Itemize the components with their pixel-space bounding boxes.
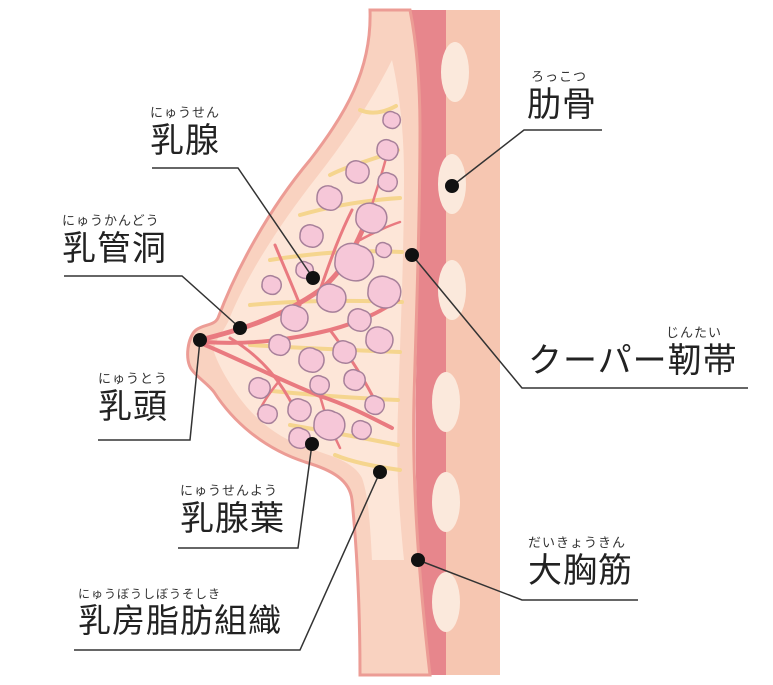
label-rib: ろっこつ 肋骨 [527, 70, 597, 124]
leader-line [98, 339, 201, 441]
rib-furigana: ろっこつ [531, 70, 588, 85]
cooper-ligament-furigana: じんたい [666, 326, 723, 341]
lobule-blob [347, 308, 372, 333]
lobule-blob [288, 427, 311, 450]
adipose-tissue-name: 乳房脂肪組織 [78, 601, 282, 640]
lactiferous-duct-name: 乳管洞 [62, 229, 167, 269]
marker-dot [373, 465, 387, 479]
lobule-blob [268, 334, 291, 357]
leader-lines [64, 129, 748, 651]
label-adipose-tissue: にゅうぼうしぼうそしき 乳房脂肪組織 [78, 586, 282, 640]
lobule-furigana: にゅうせんよう [180, 484, 279, 499]
lobule-blob [345, 160, 370, 185]
label-pectoralis-major: だいきょうきん 大胸筋 [528, 536, 633, 590]
label-cooper-ligament: じんたい クーパー靭帯 [528, 326, 738, 380]
lobule-blob [343, 369, 366, 392]
leader-line [411, 254, 748, 389]
rib-oval [432, 472, 460, 532]
leader-line [64, 275, 241, 329]
lobule-blob [313, 409, 346, 441]
lobule-blob [280, 304, 309, 332]
lobule-blob [261, 274, 282, 296]
pectoralis-major-name: 大胸筋 [528, 551, 633, 591]
label-nipple: にゅうとう 乳頭 [98, 372, 168, 426]
rib-oval [441, 42, 469, 102]
ribs [432, 42, 469, 632]
lobule-blob [382, 110, 402, 130]
lobule-blob [377, 171, 398, 193]
mammary-gland-name: 乳腺 [150, 121, 220, 161]
leader-line [417, 559, 638, 601]
lobule-name: 乳腺葉 [180, 499, 285, 539]
gland-lobules [248, 110, 402, 450]
lobule-blob [367, 275, 402, 309]
lobule-blob [376, 139, 399, 162]
marker-dot [305, 437, 319, 451]
adipose-tissue-furigana: にゅうぼうしぼうそしき [78, 587, 222, 601]
marker-dot [411, 553, 425, 567]
lobule-blob [309, 374, 330, 396]
marker-dot [306, 271, 320, 285]
pectoralis-major-furigana: だいきょうきん [528, 536, 627, 551]
lobule-blob [316, 185, 343, 211]
label-mammary-gland: にゅうせん 乳腺 [150, 106, 220, 160]
mammary-gland-furigana: にゅうせん [150, 106, 221, 121]
marker-dot [233, 321, 247, 335]
marker-dot [405, 248, 419, 262]
lobule-blob [365, 326, 394, 354]
rib-region [440, 10, 500, 675]
lobule-blob [334, 242, 375, 282]
lobule-blob [332, 340, 357, 365]
lobule-blob [375, 241, 393, 259]
marker-dot [445, 179, 459, 193]
lobule-blob [351, 419, 372, 441]
lobule-blob [287, 398, 312, 423]
lactiferous-duct-furigana: にゅうかんどう [62, 214, 160, 229]
rib-name: 肋骨 [527, 85, 597, 125]
cooper-ligament-name: クーパー靭帯 [528, 341, 738, 381]
marker-dots [193, 179, 459, 567]
label-lactiferous-duct: にゅうかんどう 乳管洞 [62, 214, 167, 268]
lobule-blob [248, 377, 271, 400]
lobule-blob [298, 347, 325, 373]
nipple-name: 乳頭 [98, 387, 168, 427]
lobule-blob [316, 283, 347, 313]
rib-oval [432, 372, 460, 432]
leader-line [152, 167, 314, 279]
leader-line [74, 471, 381, 651]
lobule-blob [355, 202, 388, 234]
nipple-furigana: にゅうとう [98, 372, 169, 387]
lobule-blob [299, 224, 324, 249]
marker-dot [193, 333, 207, 347]
rib-oval [432, 572, 460, 632]
lobule-blob [364, 394, 385, 416]
leader-line [178, 443, 313, 549]
rib-oval [438, 260, 466, 320]
leader-line [451, 129, 602, 187]
label-lobule: にゅうせんよう 乳腺葉 [180, 484, 285, 538]
lobule-blob [257, 403, 278, 425]
